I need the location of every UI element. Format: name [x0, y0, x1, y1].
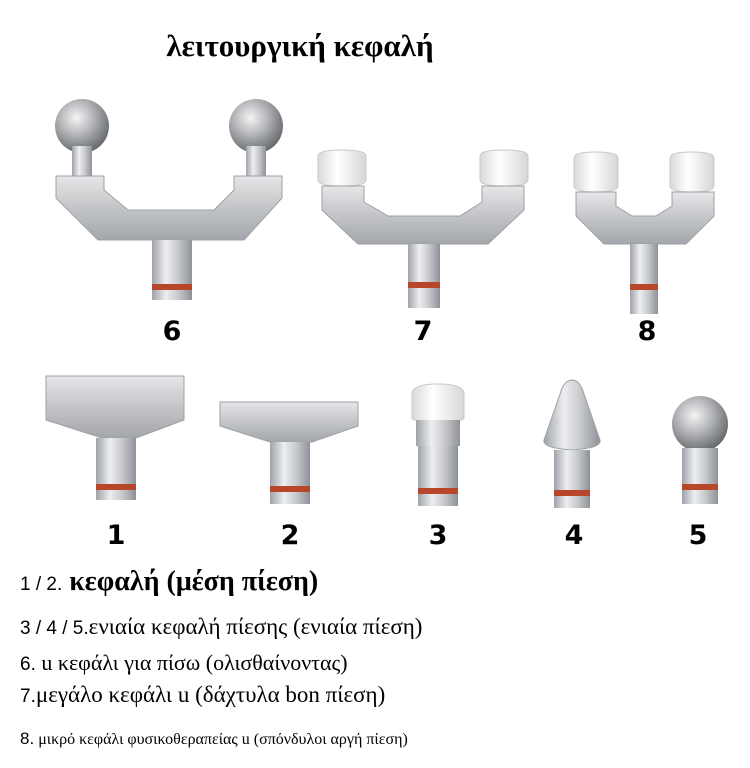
legend-text: μεγάλο κεφάλι u (δάχτυλα bon πίεση) — [35, 682, 386, 707]
massage-head-2 — [218, 401, 368, 512]
number-label-2: 2 — [280, 520, 300, 551]
legend-text: κεφαλή (μέση πίεση) — [62, 566, 319, 597]
legend-prefix: 1 / 2. — [20, 574, 63, 595]
legend-line-5: 8. μικρό κεφάλι φυσικοθεραπείας u (σπόνδ… — [20, 729, 408, 749]
massage-head-7 — [312, 149, 542, 320]
massage-head-5 — [668, 396, 738, 511]
legend-prefix: 3 / 4 / 5. — [20, 618, 89, 639]
massage-head-1 — [44, 375, 194, 506]
legend-line-2: 3 / 4 / 5.ενιαία κεφαλή πίεσης (ενιαία π… — [20, 614, 422, 640]
legend-line-3: 6. u κεφάλι για πίσω (ολισθαίνοντας) — [20, 650, 348, 676]
legend-prefix: 7. — [20, 686, 36, 707]
legend-text: μικρό κεφάλι φυσικοθεραπείας u (σπόνδυλο… — [34, 731, 408, 748]
legend-line-4: 7.μεγάλο κεφάλι u (δάχτυλα bon πίεση) — [20, 682, 385, 708]
massage-head-6 — [48, 98, 298, 308]
number-label-7: 7 — [413, 316, 433, 347]
page-title: λειτουργική κεφαλή — [166, 28, 434, 63]
number-label-3: 3 — [428, 520, 448, 551]
number-label-5: 5 — [688, 520, 708, 551]
legend-text: u κεφάλι για πίσω (ολισθαίνοντας) — [35, 650, 348, 675]
number-label-6: 6 — [162, 316, 182, 347]
number-label-8: 8 — [637, 316, 657, 347]
massage-head-4 — [542, 379, 612, 515]
legend-text: ενιαία κεφαλή πίεσης (ενιαία πίεση) — [88, 614, 423, 639]
number-label-4: 4 — [564, 520, 584, 551]
massage-head-3 — [408, 383, 478, 514]
number-label-1: 1 — [106, 520, 126, 551]
massage-head-8 — [568, 151, 738, 322]
legend-line-1: 1 / 2. κεφαλή (μέση πίεση) — [20, 566, 318, 598]
legend-prefix: 8. — [20, 729, 35, 748]
legend-prefix: 6. — [20, 654, 36, 675]
